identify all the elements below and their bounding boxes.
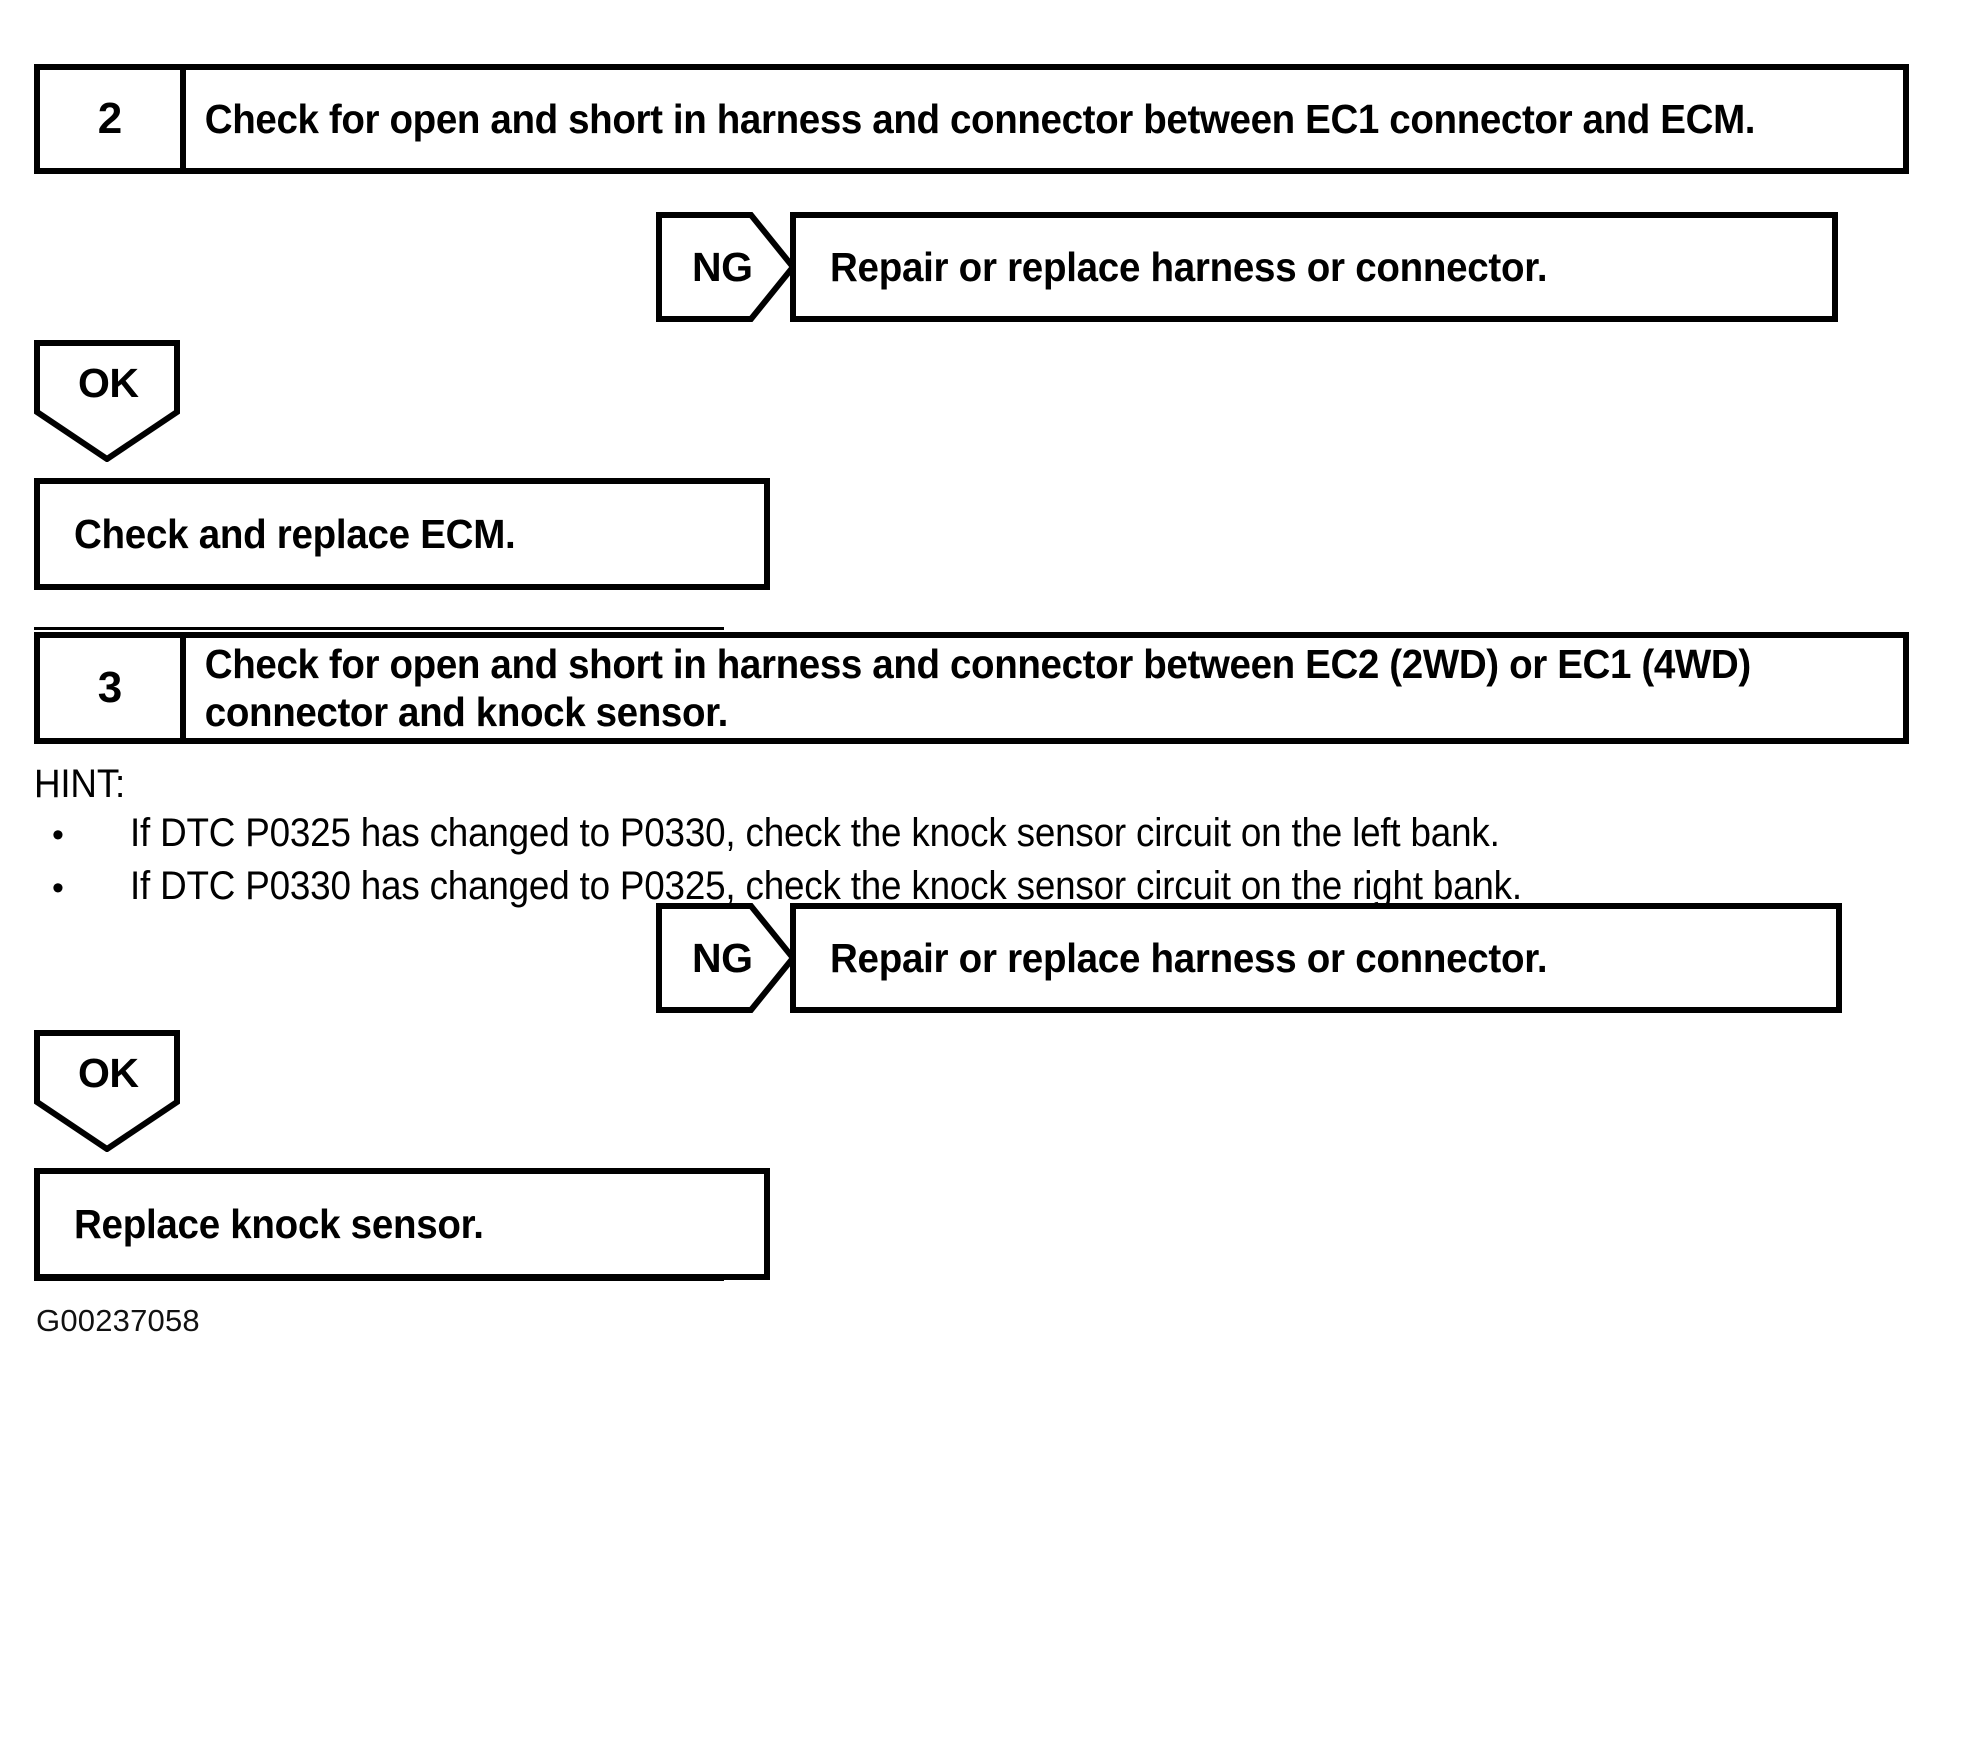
hint-item-text: If DTC P0325 has changed to P0330, check… [130, 811, 1500, 855]
ok-arrow-1: OK [34, 340, 180, 462]
hint-bullet-icon: • [52, 816, 64, 854]
step-number-3: 3 [40, 638, 186, 738]
ng-arrow-shape-2 [656, 903, 796, 1013]
ng-arrow-label-1: NG [692, 243, 753, 290]
ng-arrow-shape-1 [656, 212, 796, 322]
ok-arrow-label-1: OK [78, 360, 139, 406]
ok-result-text-1: Check and replace ECM. [74, 510, 516, 557]
hint-list: • If DTC P0325 has changed to P0330, che… [34, 807, 1884, 913]
ng-arrow-2: NG [656, 903, 796, 1013]
hint-item-text: If DTC P0330 has changed to P0325, check… [130, 863, 1522, 908]
ok-arrow-shape-2 [34, 1030, 180, 1152]
ng-result-box-1: Repair or replace harness or connector. [790, 212, 1838, 322]
step-box-3: 3 Check for open and short in harness an… [34, 632, 1909, 744]
step-number-2: 2 [40, 70, 186, 168]
ok-arrow-2: OK [34, 1030, 180, 1152]
ng-result-box-2: Repair or replace harness or connector. [790, 903, 1842, 1013]
hint-title: HINT: [34, 762, 126, 806]
ng-arrow-label-2: NG [692, 934, 753, 981]
ok-result-text-2: Replace knock sensor. [74, 1200, 484, 1247]
step-instruction-2: Check for open and short in harness and … [204, 95, 1756, 142]
figure-code: G00237058 [36, 1303, 200, 1338]
ok-result-box-2: Replace knock sensor. [34, 1168, 770, 1280]
hint-list-item: • If DTC P0325 has changed to P0330, che… [34, 807, 1884, 860]
ng-arrow-1: NG [656, 212, 796, 322]
connector-rule-2 [34, 1278, 724, 1281]
hint-list-item: • If DTC P0330 has changed to P0325, che… [34, 860, 1884, 913]
step-instruction-3: Check for open and short in harness and … [204, 640, 1751, 735]
ok-arrow-shape-1 [34, 340, 180, 462]
ok-arrow-label-2: OK [78, 1050, 139, 1096]
hint-block: HINT: • If DTC P0325 has changed to P033… [34, 762, 1884, 913]
connector-rule-1 [34, 627, 724, 630]
hint-bullet-icon: • [52, 868, 64, 907]
ok-result-box-1: Check and replace ECM. [34, 478, 770, 590]
step-box-2: 2 Check for open and short in harness an… [34, 64, 1909, 174]
ng-result-text-1: Repair or replace harness or connector. [830, 243, 1548, 290]
ng-result-text-2: Repair or replace harness or connector. [830, 934, 1548, 981]
